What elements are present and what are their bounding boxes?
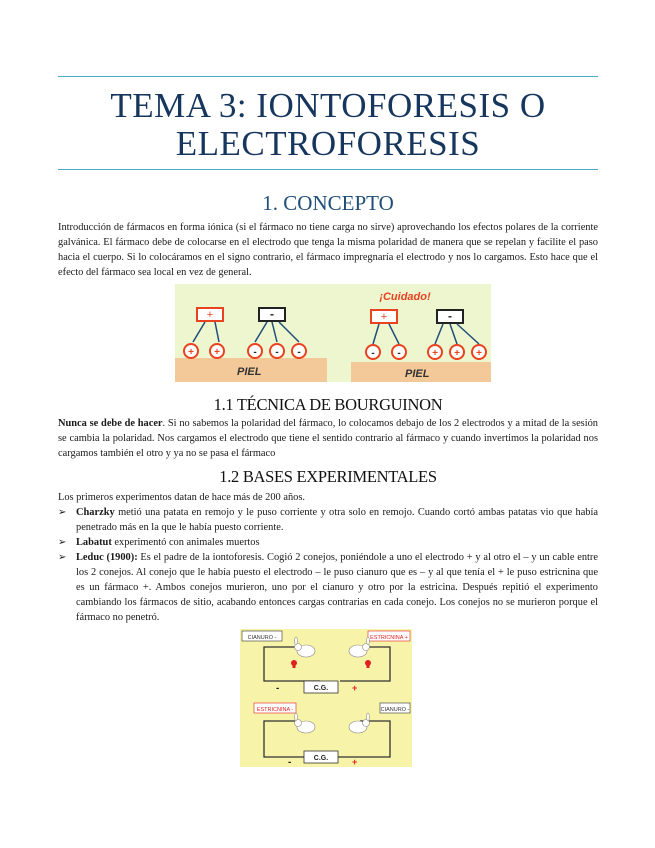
experimenter-name: Leduc (1900):: [76, 552, 138, 563]
skull-icon: [291, 660, 371, 668]
svg-text:-: -: [297, 347, 300, 358]
svg-text:-: -: [270, 307, 274, 321]
svg-text:+: +: [454, 348, 460, 359]
experiment-text: metió una patata en remojo y le puso cor…: [76, 507, 598, 533]
bourguinon-text: . Si no sabemos la polaridad del fármaco…: [58, 418, 598, 459]
label-estricnina-top: ESTRICNINA +: [370, 635, 408, 641]
bases-list: ➢ Charzky metió una patata en remojo y le…: [58, 505, 598, 625]
experiment-text: experimentó con animales muertos: [111, 537, 260, 548]
section-heading-bases: 1.2 BASES EXPERIMENTALES: [219, 467, 437, 486]
rabbit-icon: [294, 712, 370, 734]
arrow-bullet-icon: ➢: [58, 507, 67, 518]
list-item: ➢ Labatut experimentó con animales muerto…: [58, 535, 598, 550]
rabbit-icon: [294, 636, 370, 658]
bourguinon-paragraph: Nunca se debe de hacer. Si no sabemos la…: [58, 416, 598, 461]
label-estricnina-bottom: ESTRICNINA -: [257, 707, 294, 713]
list-item: ➢ Leduc (1900): Es el padre de la iontofo…: [58, 550, 598, 625]
svg-text:-: -: [276, 683, 279, 694]
bourguinon-lead: Nunca se debe de hacer: [58, 418, 163, 429]
skin-label-right: PIEL: [405, 368, 430, 380]
page-title: TEMA 3: IONTOFORESIS O ELECTROFORESIS: [110, 86, 546, 163]
list-item: ➢ Charzky metió una patata en remojo y le…: [58, 505, 598, 535]
svg-text:+: +: [432, 348, 438, 359]
section-heading-concepto: 1. CONCEPTO: [262, 191, 394, 215]
title-rule: [58, 169, 598, 170]
svg-text:-: -: [397, 348, 400, 359]
svg-text:+: +: [188, 347, 194, 358]
svg-text:+: +: [214, 347, 220, 358]
experimenter-name: Labatut: [76, 537, 112, 548]
svg-text:-: -: [288, 757, 291, 767]
svg-text:-: -: [371, 348, 374, 359]
svg-text:+: +: [352, 683, 357, 693]
leduc-experiment-figure: CIANURO - ESTRICNINA + C.G. - + ESTRICNI…: [240, 629, 412, 767]
electrode-polarity-figure: + - + + - - - PIEL ¡Cuidado! + - - - + + + PIE…: [175, 284, 491, 382]
section-heading-bourguinon: 1.1 TÉCNICA DE BOURGUINON: [213, 395, 443, 414]
label-cianuro-bottom: CIANURO -: [381, 707, 410, 713]
top-rule: [58, 76, 598, 77]
svg-text:+: +: [207, 309, 213, 321]
bases-intro: Los primeros experimentos datan de hace …: [58, 492, 305, 503]
experimenter-name: Charzky: [76, 507, 115, 518]
svg-text:+: +: [381, 311, 387, 323]
label-cg-bottom: C.G.: [314, 755, 328, 762]
concepto-paragraph: Introducción de fármacos en forma iónica…: [58, 222, 598, 278]
svg-text:+: +: [352, 757, 357, 767]
warning-label: ¡Cuidado!: [379, 291, 431, 303]
label-cg-top: C.G.: [314, 685, 328, 692]
svg-text:-: -: [253, 347, 256, 358]
svg-text:-: -: [448, 309, 452, 323]
experiment-text: Es el padre de la iontoforesis. Cogió 2 …: [76, 552, 598, 623]
skin-label-left: PIEL: [237, 366, 262, 378]
svg-text:+: +: [476, 348, 482, 359]
label-cianuro-top: CIANURO -: [248, 635, 277, 641]
arrow-bullet-icon: ➢: [58, 537, 67, 548]
arrow-bullet-icon: ➢: [58, 552, 67, 563]
svg-text:-: -: [275, 347, 278, 358]
